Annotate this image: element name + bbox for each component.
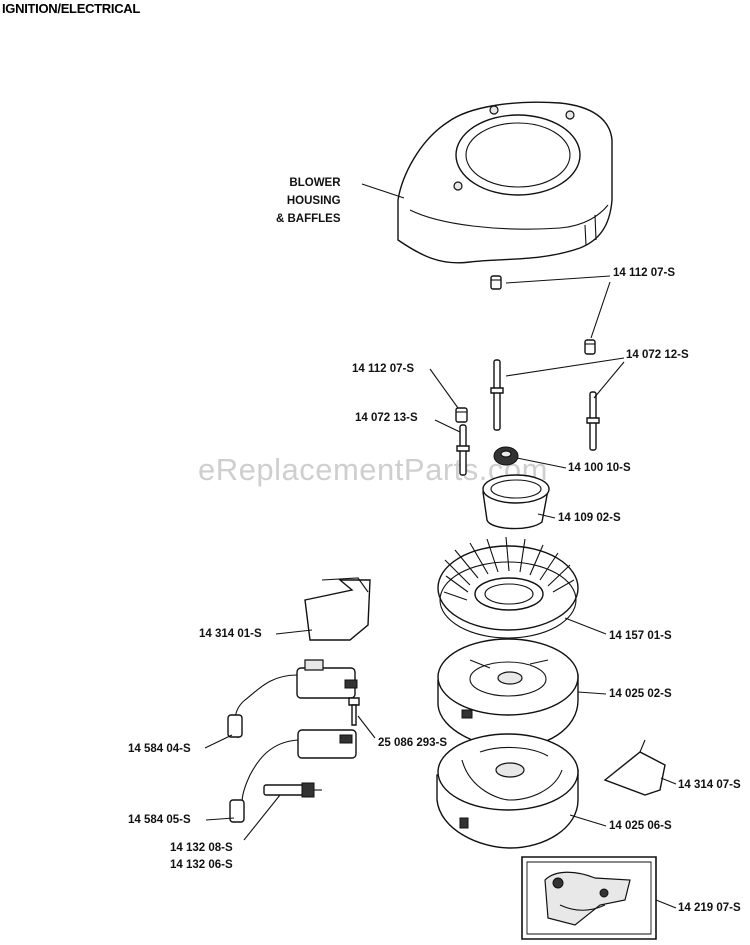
stud-part-left[interactable] — [491, 360, 503, 430]
spark-plug-part[interactable] — [264, 783, 322, 797]
callout-1458405: 14 584 05-S — [128, 814, 191, 826]
callout-1411207-left: 14 112 07-S — [352, 363, 415, 375]
stud-part-right[interactable] — [587, 392, 599, 450]
callout-1407213: 14 072 13-S — [355, 412, 418, 424]
mounting-screw-part[interactable] — [349, 698, 359, 725]
callout-25086293: 25 086 293-S — [378, 737, 448, 749]
leader-lines — [205, 184, 676, 908]
flywheel-alt-part[interactable] — [437, 734, 578, 848]
callout-1410010: 14 100 10-S — [568, 462, 631, 474]
callout-1402506: 14 025 06-S — [609, 820, 672, 832]
callout-line-2: HOUSING — [286, 195, 341, 207]
callout-line-1: BLOWER — [289, 177, 341, 189]
callout-1415701: 14 157 01-S — [609, 630, 672, 642]
inset-detail-box[interactable] — [522, 857, 656, 939]
ground-bracket-part[interactable] — [305, 578, 370, 640]
ignition-module-part-upper[interactable] — [228, 660, 357, 738]
callout-blower-housing: BLOWER HOUSING & BAFFLES — [276, 174, 341, 228]
screw-part-left[interactable] — [456, 408, 467, 422]
drive-cup-part[interactable] — [483, 475, 549, 529]
flywheel-nut-part[interactable] — [494, 447, 518, 465]
callout-1431407: 14 314 07-S — [678, 779, 741, 791]
diagram-title: IGNITION/ELECTRICAL — [2, 1, 141, 16]
ignition-module-part-lower[interactable] — [230, 730, 356, 822]
cooling-fan-part[interactable] — [438, 537, 578, 638]
screw-part-upper[interactable] — [491, 276, 501, 289]
blower-housing-part[interactable] — [398, 102, 612, 263]
callout-1402502: 14 025 02-S — [609, 688, 672, 700]
callout-1458404: 14 584 04-S — [128, 743, 191, 755]
callout-1411207-upper: 14 112 07-S — [613, 267, 676, 279]
callout-1410902: 14 109 02-S — [558, 512, 621, 524]
stud-part-short[interactable] — [457, 425, 469, 475]
baffle-part[interactable] — [605, 740, 665, 795]
callout-1431401: 14 314 01-S — [199, 628, 262, 640]
callout-1421907: 14 219 07-S — [678, 902, 741, 914]
screw-part-right[interactable] — [585, 340, 595, 354]
flywheel-part[interactable] — [438, 639, 578, 748]
callout-1407212: 14 072 12-S — [626, 349, 689, 361]
callout-line-3: & BAFFLES — [276, 213, 341, 225]
callout-1413208: 14 132 08-S — [170, 842, 233, 854]
callout-1413206: 14 132 06-S — [170, 859, 233, 871]
